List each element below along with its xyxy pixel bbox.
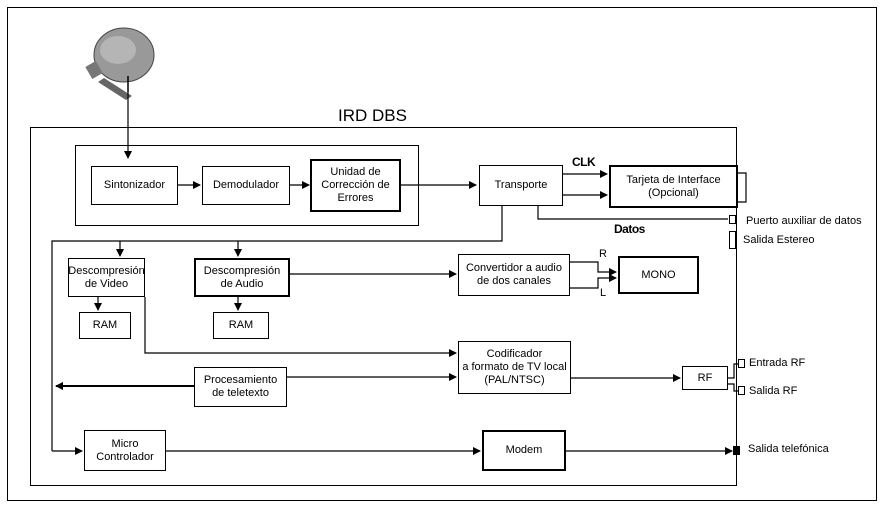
descompresion-audio-block: Descompresión de Audio [194,258,290,297]
salida-telefonica-label: Salida telefónica [748,443,829,455]
puerto-auxiliar-port [729,215,736,224]
salida-telefonica-port [733,446,740,455]
transporte-block: Transporte [479,165,563,206]
l-channel-label: L [600,287,607,299]
modem-block: Modem [482,430,566,471]
demodulador-block: Demodulador [202,166,290,205]
convertidor-audio-block: Convertidor a audio de dos canales [458,254,570,296]
clk-label: CLK [572,155,596,169]
salida-estereo-label: Salida Estereo [743,234,815,246]
teletexto-block: Procesamiento de teletexto [194,367,287,407]
salida-estereo-port [729,231,736,249]
ird-enclosure [30,127,737,486]
ram-audio-block: RAM [213,312,269,339]
descompresion-video-block: Descompresión de Video [68,258,145,297]
correccion-errores-block: Unidad de Corrección de Errores [310,159,401,212]
mono-block: MONO [618,256,699,294]
salida-rf-label: Salida RF [749,385,798,397]
datos-label: Datos [614,222,645,236]
sintonizador-block: Sintonizador [91,166,178,205]
rf-block: RF [682,366,728,390]
satellite-dish-icon [85,27,155,100]
outer-frame [7,7,877,501]
tarjeta-interface-block: Tarjeta de Interface (Opcional) [609,165,738,208]
puerto-auxiliar-label: Puerto auxiliar de datos [746,215,862,227]
entrada-rf-label: Entrada RF [749,357,806,369]
entrada-rf-port [738,359,745,368]
r-channel-label: R [599,248,607,260]
salida-rf-port [738,386,745,395]
diagram-title: IRD DBS [338,106,407,125]
ram-video-block: RAM [79,312,131,339]
codificador-block: Codificador a formato de TV local (PAL/N… [458,341,571,394]
micro-controlador-block: Micro Controlador [84,430,166,471]
